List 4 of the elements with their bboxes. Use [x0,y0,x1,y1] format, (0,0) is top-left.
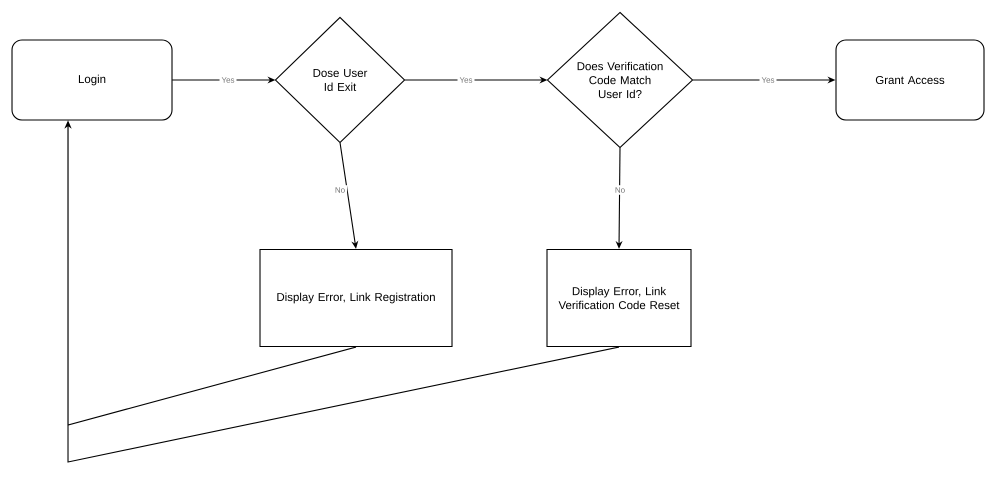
terminal-box: Grant Access [835,39,985,121]
terminal-box: Login [11,39,173,121]
process-box: Display Error, Link Verification Code Reset [546,248,692,348]
process-box: Display Error, Link Registration [259,248,453,348]
